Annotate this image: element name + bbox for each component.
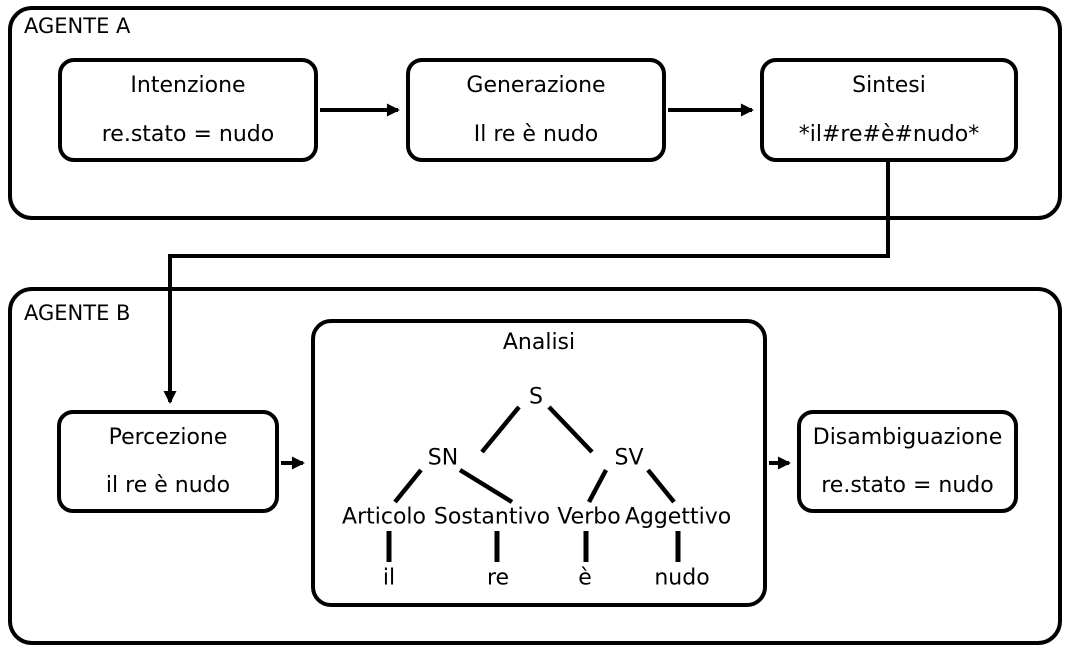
- tree-leaf-re: re: [486, 564, 510, 592]
- tree-leaf-e: è: [578, 564, 592, 592]
- box-disambiguazione: Disambiguazione re.stato = nudo: [797, 410, 1018, 513]
- box-intenzione: Intenzione re.stato = nudo: [58, 58, 318, 162]
- box-disambiguazione-title: Disambiguazione: [812, 425, 1003, 450]
- box-sintesi-value: *il#re#è#nudo*: [798, 122, 980, 147]
- box-percezione-value: il re è nudo: [105, 473, 231, 498]
- tree-node-s: S: [529, 383, 543, 411]
- box-disambiguazione-value: re.stato = nudo: [821, 473, 994, 498]
- box-sintesi: Sintesi *il#re#è#nudo*: [760, 58, 1018, 162]
- tree-node-sn: SN: [427, 444, 459, 472]
- agent-a-label: AGENTE A: [24, 14, 131, 38]
- box-percezione: Percezione il re è nudo: [57, 410, 279, 513]
- tree-node-sostantivo: Sostantivo: [433, 503, 551, 531]
- tree-leaf-il: il: [382, 564, 396, 592]
- box-generazione: Generazione Il re è nudo: [406, 58, 666, 162]
- tree-node-aggettivo: Aggettivo: [624, 503, 732, 531]
- tree-leaf-nudo: nudo: [654, 564, 710, 592]
- box-intenzione-title: Intenzione: [130, 73, 246, 98]
- agent-b-label: AGENTE B: [24, 301, 131, 325]
- box-percezione-title: Percezione: [108, 425, 228, 450]
- tree-node-sv: SV: [614, 444, 644, 472]
- tree-node-verbo: Verbo: [557, 503, 621, 531]
- box-generazione-value: Il re è nudo: [473, 122, 599, 147]
- box-intenzione-value: re.stato = nudo: [101, 122, 275, 147]
- box-analisi-title: Analisi: [502, 330, 576, 355]
- box-generazione-title: Generazione: [466, 73, 606, 98]
- tree-node-articolo: Articolo: [342, 503, 426, 531]
- box-sintesi-title: Sintesi: [852, 73, 926, 98]
